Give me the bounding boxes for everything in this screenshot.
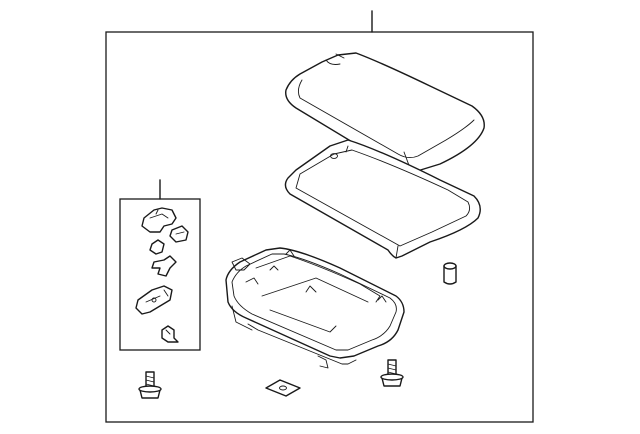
lid-base-hole [330, 153, 338, 159]
push-nut-small[interactable] [149, 239, 165, 255]
clip-bracket[interactable] [141, 207, 177, 233]
pad[interactable] [265, 379, 301, 397]
main-assembly-callout [105, 10, 534, 423]
spring-clip[interactable] [151, 255, 177, 277]
hardware-kit-callout [119, 179, 201, 351]
armrest-lid-cover[interactable] [285, 52, 485, 174]
right-bolt[interactable] [380, 359, 404, 387]
left-bolt[interactable] [138, 371, 162, 399]
push-nut[interactable] [161, 325, 179, 343]
main-assembly-frame [105, 31, 534, 423]
square-clip[interactable] [169, 225, 189, 243]
storage-bin[interactable] [225, 247, 405, 369]
bumper-stop[interactable] [443, 262, 457, 285]
armrest-lid-base[interactable] [284, 139, 481, 259]
hinge-bracket[interactable] [135, 285, 173, 315]
